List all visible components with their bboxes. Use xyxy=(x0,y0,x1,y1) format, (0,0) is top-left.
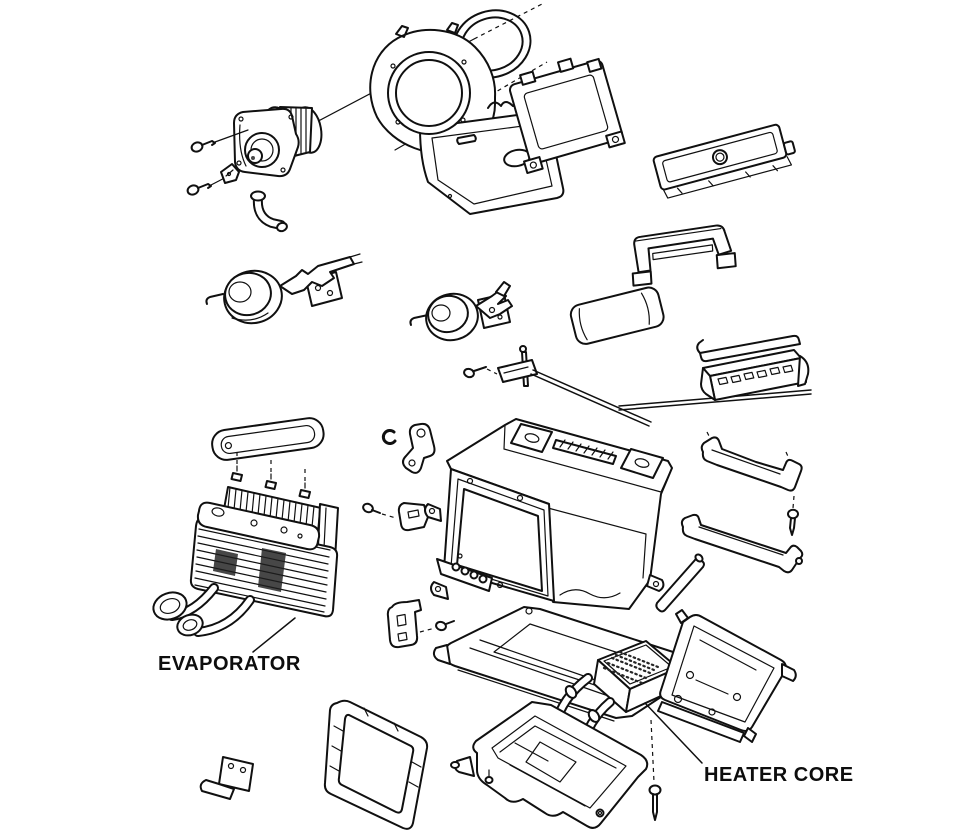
pivot-bracket-icon xyxy=(362,502,429,532)
evaporator-icon xyxy=(152,450,339,637)
corner-bracket-icon xyxy=(199,756,254,800)
temperature-control-rod-icon xyxy=(463,345,652,427)
motor-screw-1 xyxy=(190,129,249,153)
strap-screw xyxy=(787,495,799,536)
link-rod-icon xyxy=(655,553,705,613)
heater-core-label: HEATER CORE xyxy=(704,764,854,786)
access-cover-plate-icon xyxy=(652,123,796,199)
lower-case-icon xyxy=(450,701,649,829)
clamp-bracket-icon xyxy=(386,599,455,649)
support-strap-upper-icon xyxy=(700,431,803,492)
vacuum-actuator-left-icon xyxy=(205,253,363,325)
rear-cover-panel-icon xyxy=(657,609,797,743)
wire-clip-icon xyxy=(220,163,240,184)
core-screw xyxy=(648,719,662,821)
blower-motor-icon xyxy=(233,107,300,178)
evaporator-label: EVAPORATOR xyxy=(158,653,301,675)
opening-gasket-icon xyxy=(508,57,626,175)
foam-seal-pad-icon xyxy=(569,286,665,345)
support-bracket-icon xyxy=(631,224,737,287)
vacuum-actuator-right-icon xyxy=(409,281,513,342)
evaporator-callout: EVAPORATOR xyxy=(158,617,301,675)
heater-core-callout: HEATER CORE xyxy=(644,702,854,786)
e-clip-icon xyxy=(381,429,397,445)
defroster-duct-icon xyxy=(696,334,810,401)
drain-elbow-icon xyxy=(250,190,288,233)
support-strap-lower-icon xyxy=(680,513,804,574)
heater-case-icon xyxy=(424,418,673,610)
case-seal-gasket-icon xyxy=(323,699,429,830)
door-crank-icon xyxy=(402,422,436,474)
evaporator-seal-strip-icon xyxy=(211,417,325,461)
